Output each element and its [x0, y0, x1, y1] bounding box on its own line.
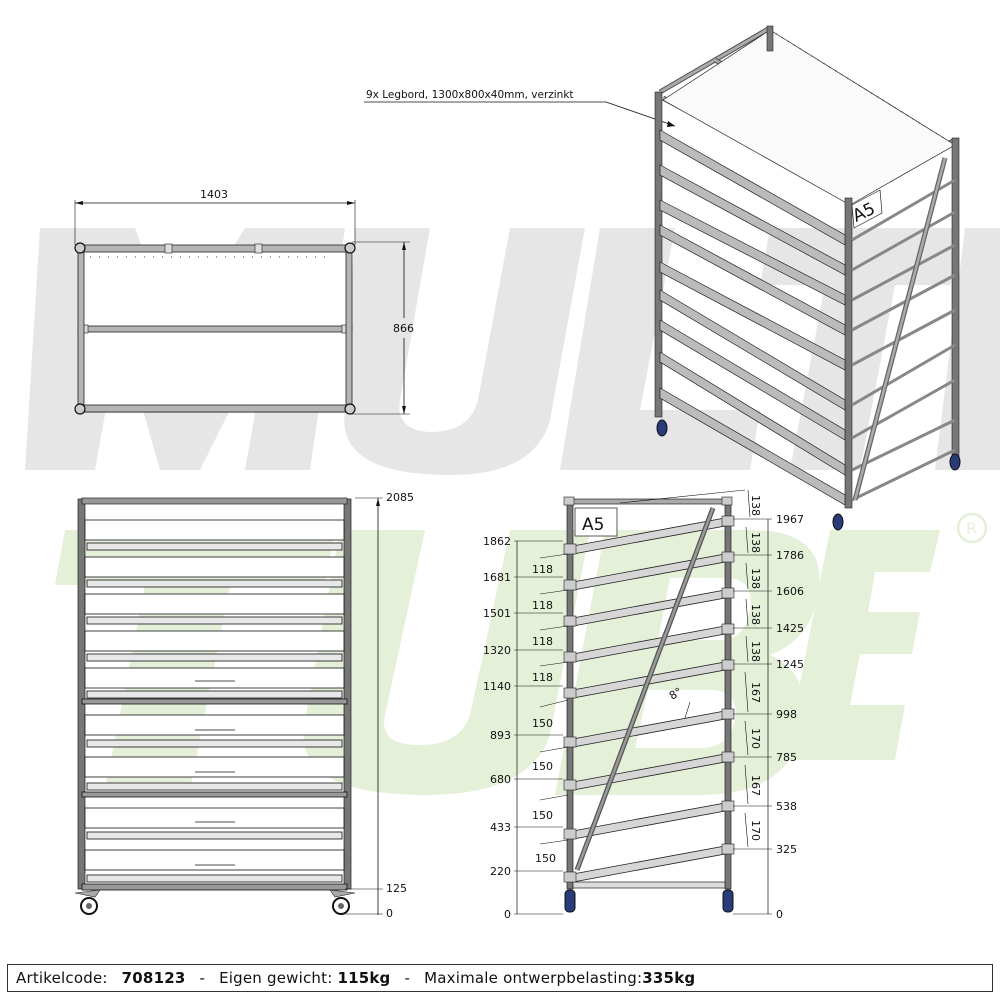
article-code-value: 708123	[121, 969, 186, 987]
offset-label: 150	[532, 760, 553, 773]
front-view: 2085 125 0	[74, 491, 414, 920]
left-height-label: 1501	[483, 607, 511, 620]
right-height-label: 998	[776, 708, 797, 721]
front-left-upright	[77, 498, 86, 890]
separator: -	[199, 969, 206, 987]
spacing-label: 167	[749, 775, 762, 796]
iso-a5-plate	[851, 189, 883, 229]
offset-label: 150	[532, 717, 553, 730]
left-height-label: 680	[490, 773, 511, 786]
left-height-dims: 1862 1681 1501 1320 1140 893 680 433 220…	[483, 535, 563, 921]
offset-label: 150	[532, 809, 553, 822]
front-casters	[74, 889, 356, 915]
left-height-label: 433	[490, 821, 511, 834]
height-125: 125	[386, 882, 407, 895]
side-shelves	[572, 517, 726, 883]
offset-label: 118	[532, 563, 553, 576]
right-spacing-dims: 138 138 138 138 138 167 170 167 170	[744, 489, 762, 848]
left-offset-dims: 118 118 118 118 150 150 150 150	[532, 553, 569, 865]
right-height-label: 325	[776, 843, 797, 856]
side-a5-plate	[574, 507, 618, 537]
callout-text: 9x Legbord, 1300x800x40mm, verzinkt	[366, 89, 574, 101]
width-dimension-1403: 1403	[200, 188, 228, 201]
max-load-value: 335kg	[642, 969, 696, 987]
iso-casters	[656, 419, 961, 531]
left-height-label: 893	[490, 729, 511, 742]
weight-label: Eigen gewicht:	[219, 969, 333, 987]
left-height-label: 1681	[483, 571, 511, 584]
spacing-label: 138	[749, 495, 762, 516]
depth-dimension-866: 866	[393, 322, 414, 335]
registered-mark-icon	[956, 512, 988, 544]
right-height-label: 1425	[776, 622, 804, 635]
right-height-label: 785	[776, 751, 797, 764]
front-right-upright	[343, 498, 352, 890]
iso-front-left-upright	[654, 91, 663, 418]
right-height-label: 0	[776, 908, 783, 921]
offset-label: 118	[532, 671, 553, 684]
left-height-label: 220	[490, 865, 511, 878]
spacing-label: 138	[749, 568, 762, 589]
iso-back-right-upright	[951, 137, 960, 459]
right-height-label: 1967	[776, 513, 804, 526]
spacing-label: 138	[749, 641, 762, 662]
right-height-dims: 1967 1786 1606 1425 1245 998 785 538 325…	[733, 513, 804, 921]
height-2085: 2085	[386, 491, 414, 504]
iso-shelves	[659, 129, 846, 506]
offset-label: 150	[535, 852, 556, 865]
front-shelves	[81, 519, 348, 891]
spec-footer: Artikelcode: 708123 - Eigen gewicht: 115…	[7, 964, 993, 992]
article-code-label: Artikelcode:	[16, 969, 108, 987]
separator: -	[404, 969, 411, 987]
right-height-label: 1245	[776, 658, 804, 671]
spacing-label: 170	[749, 728, 762, 749]
offset-label: 118	[532, 599, 553, 612]
spacing-label: 170	[749, 820, 762, 841]
side-view: A5	[483, 489, 804, 921]
max-load-label: Maximale ontwerpbelasting:	[424, 969, 643, 987]
right-height-label: 1606	[776, 585, 804, 598]
spacing-label: 167	[749, 682, 762, 703]
registered-mark-letter: R	[966, 519, 977, 538]
left-height-label: 1320	[483, 644, 511, 657]
left-height-label: 1140	[483, 680, 511, 693]
offset-label: 118	[532, 635, 553, 648]
iso-front-right-upright	[844, 197, 853, 509]
shelf-angle-label: 8°	[667, 685, 684, 703]
left-height-label: 0	[504, 908, 511, 921]
spacing-label: 138	[749, 532, 762, 553]
top-view: 1403 866	[74, 188, 414, 415]
side-a5-label: A5	[582, 515, 604, 535]
shelf-callout: 9x Legbord, 1300x800x40mm, verzinkt	[364, 89, 676, 127]
right-height-label: 538	[776, 800, 797, 813]
side-casters	[564, 889, 734, 913]
spacing-label: 138	[749, 604, 762, 625]
right-height-label: 1786	[776, 549, 804, 562]
left-height-label: 1862	[483, 535, 511, 548]
weight-value: 115kg	[337, 969, 391, 987]
height-0: 0	[386, 907, 393, 920]
isometric-view: A5	[654, 25, 961, 531]
